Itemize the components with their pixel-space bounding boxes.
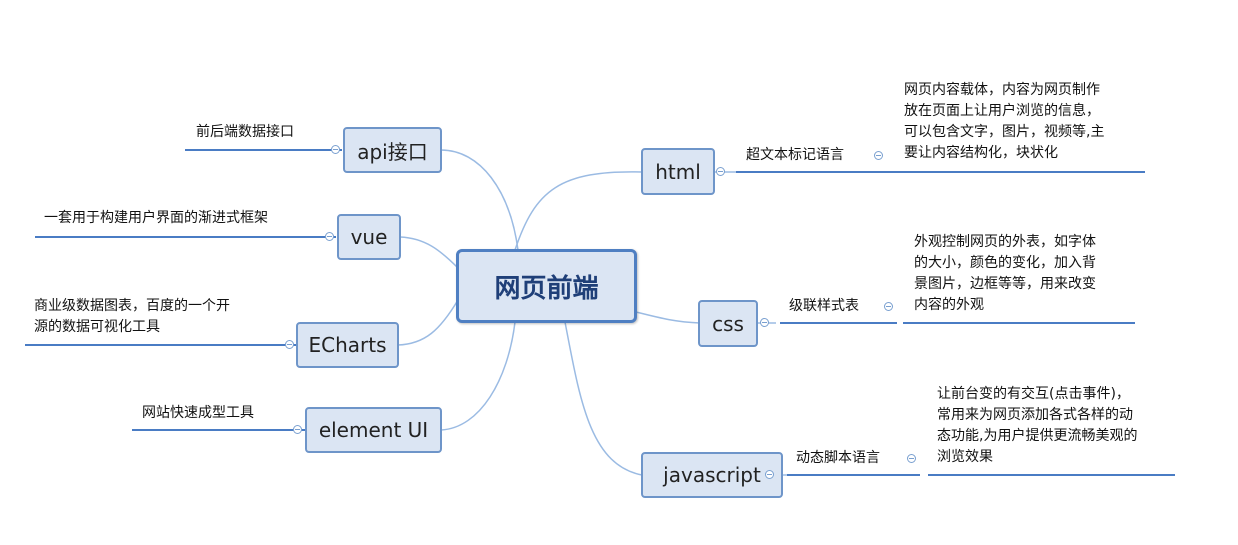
detail-echarts-line-1: 商业级数据图表，百度的一个开 [34, 298, 230, 314]
detail-html-line-4: 要让内容结构化，块状化 [904, 145, 1058, 161]
detail-api-line: 前后端数据接口 [196, 124, 294, 140]
detail-html: 网页内容载体，内容为网页制作 放在页面上让用户浏览的信息， 可以包含文字，图片，… [904, 80, 1104, 164]
sub-css: 级联样式表 [789, 296, 859, 317]
collapse-toggle-element[interactable] [293, 425, 302, 434]
collapse-toggle-html-sub[interactable] [874, 151, 883, 160]
detail-javascript-line-3: 态功能,为用户提供更流畅美观的 [937, 428, 1138, 444]
connector-element [440, 321, 516, 431]
collapse-toggle-vue[interactable] [325, 232, 334, 241]
detail-javascript-line-1: 让前台变的有交互(点击事件)， [937, 386, 1130, 402]
detail-javascript-line-4: 浏览效果 [937, 449, 993, 465]
connector-html [514, 171, 643, 251]
node-element-ui-label: element UI [318, 418, 429, 442]
detail-javascript-line-2: 常用来为网页添加各式各样的动 [937, 407, 1133, 423]
detail-css-line-1: 外观控制网页的外表，如字体 [914, 234, 1096, 250]
connector-api [440, 149, 519, 251]
detail-javascript: 让前台变的有交互(点击事件)， 常用来为网页添加各式各样的动 态功能,为用户提供… [937, 384, 1137, 468]
detail-vue: 一套用于构建用户界面的渐进式框架 [44, 208, 268, 229]
node-api-label: api接口 [357, 139, 428, 164]
root-label: 网页前端 [494, 273, 599, 304]
detail-element-line: 网站快速成型工具 [142, 405, 254, 421]
detail-css-line-4: 内容的外观 [914, 297, 984, 313]
collapse-toggle-html[interactable] [716, 167, 725, 176]
node-html[interactable]: html [641, 148, 715, 195]
node-element-ui[interactable]: element UI [305, 407, 442, 453]
sub-javascript: 动态脚本语言 [796, 448, 880, 469]
sub-html: 超文本标记语言 [746, 145, 844, 166]
node-html-label: html [655, 159, 701, 184]
sub-css-label: 级联样式表 [789, 298, 859, 314]
node-api[interactable]: api接口 [343, 127, 442, 173]
detail-css-line-3: 景图片，边框等等，用来改变 [914, 276, 1096, 292]
node-echarts-label: ECharts [308, 333, 387, 357]
detail-echarts: 商业级数据图表，百度的一个开 源的数据可视化工具 [34, 296, 230, 338]
connector-echarts [397, 299, 459, 346]
root-node[interactable]: 网页前端 [456, 249, 637, 323]
collapse-toggle-javascript[interactable] [765, 470, 774, 479]
detail-api: 前后端数据接口 [196, 122, 294, 143]
detail-css-line-2: 的大小，颜色的变化，加入背 [914, 255, 1096, 271]
detail-html-line-1: 网页内容载体，内容为网页制作 [904, 82, 1100, 98]
node-vue-label: vue [350, 225, 388, 249]
node-css-label: css [712, 311, 744, 336]
detail-echarts-line-2: 源的数据可视化工具 [34, 319, 160, 335]
detail-css: 外观控制网页的外表，如字体 的大小，颜色的变化，加入背 景图片，边框等等，用来改… [914, 232, 1096, 316]
connector-javascript [564, 321, 643, 476]
detail-vue-line: 一套用于构建用户界面的渐进式框架 [44, 210, 268, 226]
connector-css [635, 311, 701, 324]
node-vue[interactable]: vue [337, 214, 401, 260]
detail-html-line-2: 放在页面上让用户浏览的信息， [904, 103, 1100, 119]
collapse-toggle-api[interactable] [331, 145, 340, 154]
node-echarts[interactable]: ECharts [296, 322, 399, 368]
detail-html-line-3: 可以包含文字，图片，视频等,主 [904, 124, 1105, 140]
node-css[interactable]: css [698, 300, 758, 347]
node-javascript-label: javascript [663, 463, 761, 487]
connector-vue [399, 236, 459, 269]
collapse-toggle-javascript-sub[interactable] [907, 454, 916, 463]
collapse-toggle-echarts[interactable] [285, 340, 294, 349]
collapse-toggle-css-sub[interactable] [884, 302, 893, 311]
collapse-toggle-css[interactable] [760, 318, 769, 327]
detail-element: 网站快速成型工具 [142, 403, 254, 424]
sub-html-label: 超文本标记语言 [746, 147, 844, 163]
node-javascript[interactable]: javascript [641, 452, 783, 498]
sub-javascript-label: 动态脚本语言 [796, 450, 880, 466]
